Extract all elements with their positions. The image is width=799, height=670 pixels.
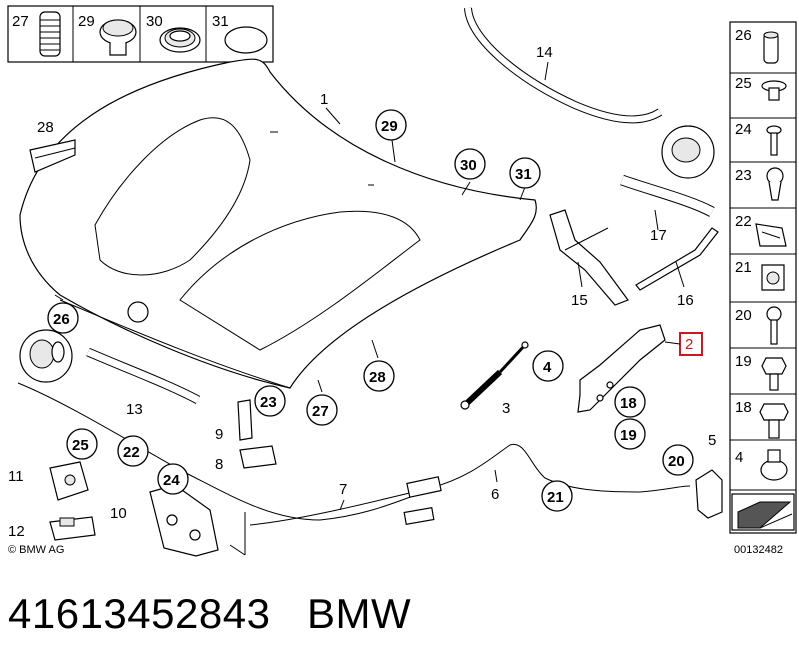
parts-diagram: 27 29 30 31 <box>7 5 797 557</box>
hinge-2 <box>577 324 666 413</box>
bracket-16 <box>635 227 719 291</box>
bumper-27-icon <box>39 11 61 57</box>
grommet-30-icon <box>159 27 201 53</box>
callout-4: 4 <box>543 359 552 376</box>
gas-strut-3 <box>460 341 529 410</box>
clip-21-icon <box>761 264 785 291</box>
top-box-label-27: 27 <box>12 13 29 30</box>
side-label-25: 25 <box>735 75 752 92</box>
screw-20-icon <box>766 306 782 345</box>
bracket-5 <box>695 469 723 519</box>
callout-22: 22 <box>123 444 140 461</box>
label-3: 3 <box>502 400 510 417</box>
label-8: 8 <box>215 456 223 473</box>
label-28: 28 <box>37 119 54 136</box>
diagram-code: 00132482 <box>734 544 783 556</box>
label-1: 1 <box>320 91 328 108</box>
plug-31-icon <box>224 26 268 54</box>
bolt-19-icon <box>761 357 787 391</box>
bracket-15 <box>549 209 629 306</box>
label-11: 11 <box>8 468 24 485</box>
label-14: 14 <box>536 44 553 61</box>
top-parts-box: 27 29 30 31 <box>7 5 274 63</box>
side-label-21: 21 <box>735 259 752 276</box>
side-label-24: 24 <box>735 121 752 138</box>
label-17: 17 <box>650 227 667 244</box>
callout-19: 19 <box>620 427 637 444</box>
top-box-label-29: 29 <box>78 13 95 30</box>
holder-9 <box>237 399 253 441</box>
callout-26: 26 <box>53 311 70 328</box>
callout-27: 27 <box>312 403 329 420</box>
bracket-11 <box>49 461 89 501</box>
plug-29-icon <box>99 19 137 56</box>
nut-4-icon <box>760 449 788 481</box>
callout-18: 18 <box>620 395 637 412</box>
label-9: 9 <box>215 426 223 443</box>
strip-detail-left <box>19 329 73 383</box>
side-label-18: 18 <box>735 399 752 416</box>
buffer-26-icon <box>763 31 779 64</box>
seal-17 <box>620 125 715 217</box>
label-16: 16 <box>677 292 694 309</box>
clip-23-icon <box>766 167 784 201</box>
side-label-20: 20 <box>735 307 752 324</box>
label-2: 2 <box>685 336 693 353</box>
part-number-text: 41613452843 <box>8 590 271 637</box>
top-box-label-30: 30 <box>146 13 163 30</box>
clip-22-icon <box>755 223 787 247</box>
callout-29: 29 <box>381 118 398 135</box>
copyright: © BMW AG <box>8 544 64 556</box>
callout-25: 25 <box>72 437 89 454</box>
side-label-23: 23 <box>735 167 752 184</box>
brand-text: BMW <box>306 590 412 637</box>
label-7: 7 <box>339 481 347 498</box>
cable-release <box>17 382 691 526</box>
label-13: 13 <box>126 401 143 418</box>
callout-circles <box>47 109 694 512</box>
label-5: 5 <box>708 432 716 449</box>
holder-8 <box>239 445 277 469</box>
side-label-22: 22 <box>735 213 752 230</box>
leader-lines <box>54 61 685 511</box>
side-label-19: 19 <box>735 353 752 370</box>
screw-25-icon <box>761 80 787 101</box>
side-label-26: 26 <box>735 27 752 44</box>
callout-23: 23 <box>260 394 277 411</box>
hood-part-1 <box>19 58 537 389</box>
strip-13 <box>86 347 201 404</box>
orientation-arrow-icon <box>731 493 795 531</box>
callout-24: 24 <box>163 472 180 489</box>
side-label-4: 4 <box>735 449 743 466</box>
label-15: 15 <box>571 292 588 309</box>
bolt-18-icon <box>759 403 789 439</box>
label-12: 12 <box>8 523 25 540</box>
callout-20: 20 <box>668 453 685 470</box>
callout-30: 30 <box>460 157 477 174</box>
label-10: 10 <box>110 505 127 522</box>
footer-part-number: 41613452843 BMW <box>8 590 411 638</box>
clip-28 <box>29 139 76 173</box>
callout-21: 21 <box>547 489 564 506</box>
callout-28: 28 <box>369 369 386 386</box>
top-box-label-31: 31 <box>212 13 229 30</box>
label-6: 6 <box>491 486 499 503</box>
callout-31: 31 <box>515 166 532 183</box>
seal-strip-14 <box>464 7 663 124</box>
bracket-12 <box>49 516 96 541</box>
side-parts-box: 26 25 24 23 22 21 20 19 18 4 <box>729 21 797 556</box>
screw-24-icon <box>766 125 782 156</box>
